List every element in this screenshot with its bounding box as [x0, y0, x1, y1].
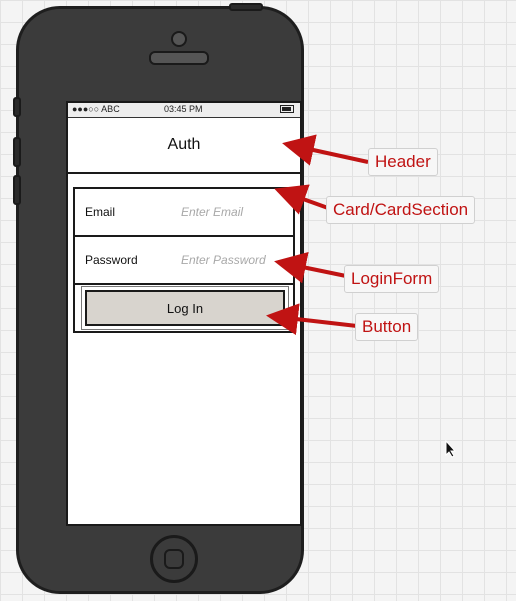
annotation-header: Header — [368, 148, 438, 176]
mute-switch — [13, 97, 21, 117]
password-label: Password — [85, 253, 138, 267]
login-button[interactable]: Log In — [85, 290, 285, 326]
password-row[interactable]: Password Enter Password — [75, 237, 293, 285]
annotation-button: Button — [355, 313, 419, 341]
status-time: 03:45 PM — [164, 104, 203, 114]
home-button[interactable] — [150, 535, 198, 583]
status-bar: ●●●○○ ABC 03:45 PM — [68, 103, 300, 118]
signal-indicator: ●●●○○ ABC — [72, 104, 120, 114]
password-input[interactable]: Enter Password — [181, 253, 266, 267]
arrow-card — [274, 184, 329, 215]
mouse-cursor-icon — [445, 440, 457, 458]
header-title: Auth — [167, 136, 201, 153]
camera-icon — [171, 31, 187, 47]
phone-screen: ●●●○○ ABC 03:45 PM Auth Email Enter Emai… — [66, 101, 302, 526]
arrow-loginform — [274, 251, 347, 284]
home-square-icon — [164, 549, 184, 569]
power-button — [229, 3, 263, 11]
battery-icon — [280, 105, 294, 113]
speaker-grille — [149, 51, 209, 65]
annotation-loginform: LoginForm — [344, 265, 440, 293]
header: Auth — [68, 118, 300, 174]
email-label: Email — [85, 205, 116, 219]
email-input[interactable]: Enter Email — [181, 205, 244, 219]
email-row[interactable]: Email Enter Email — [75, 189, 293, 237]
login-card: Email Enter Email Password Enter Passwor… — [73, 187, 295, 333]
arrow-button — [266, 303, 358, 336]
volume-down-button — [13, 175, 21, 205]
annotation-card: Card/CardSection — [326, 196, 476, 224]
login-button-label: Log In — [166, 300, 204, 316]
volume-up-button — [13, 137, 21, 167]
arrow-header — [282, 134, 369, 166]
phone-frame: ●●●○○ ABC 03:45 PM Auth Email Enter Emai… — [13, 3, 304, 594]
